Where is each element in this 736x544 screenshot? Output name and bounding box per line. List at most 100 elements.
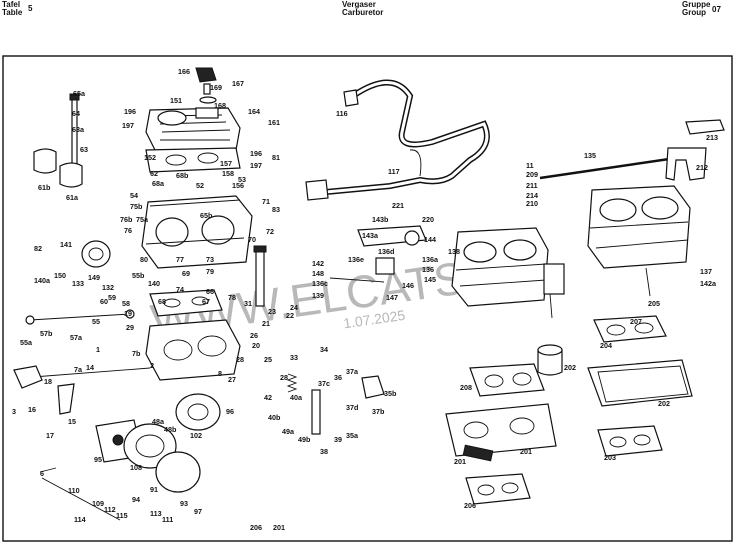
- part-number-label: 136d: [378, 247, 394, 256]
- part-number-label: 16: [28, 405, 36, 414]
- part-number-label: 33: [290, 353, 298, 362]
- part-number-label: 69: [182, 269, 190, 278]
- part-number-label: 57a: [70, 333, 83, 342]
- part-number-label: 40b: [268, 413, 281, 422]
- part-number-label: 11: [526, 161, 534, 170]
- part-number-label: 202: [564, 363, 576, 372]
- group-number: 07: [712, 5, 721, 14]
- part-number-label: 54: [130, 191, 138, 200]
- part-number-label: 15: [68, 417, 76, 426]
- part-number-label: 63: [80, 145, 88, 154]
- part-number-label: 52: [196, 181, 204, 190]
- diaphragm-housing: [123, 423, 201, 493]
- part-number-label: 97: [194, 507, 202, 516]
- part-number-label: 205: [648, 299, 660, 308]
- part-number-label: 136c: [312, 279, 328, 288]
- part-number-label: 136e: [348, 255, 364, 264]
- part-number-label: 114: [74, 515, 86, 524]
- insulator-block-201a: [597, 425, 663, 457]
- part-number-label: 24: [290, 303, 298, 312]
- part-number-label: 214: [526, 191, 538, 200]
- pump-piston-spring: [286, 373, 385, 435]
- table-label-de: Tafel: [2, 0, 21, 9]
- part-number-label: 28: [280, 373, 288, 382]
- part-number-label: 196: [124, 107, 136, 116]
- part-number-label: 75b: [130, 202, 143, 211]
- part-number-label: 146: [402, 281, 414, 290]
- part-number-label: 137: [700, 267, 712, 276]
- part-number-label: 37b: [372, 407, 385, 416]
- part-number-label: 108: [130, 463, 142, 472]
- part-number-label: 149: [88, 273, 100, 282]
- part-number-label: 21: [262, 319, 270, 328]
- part-number-label: 28: [236, 355, 244, 364]
- part-number-label: 76b: [120, 215, 133, 224]
- part-number-label: 210: [526, 199, 538, 208]
- part-number-label: 25: [264, 355, 272, 364]
- part-number-label: 6: [40, 469, 44, 478]
- page-title: Vergaser Carburetor: [342, 1, 383, 17]
- part-number-label: 139: [312, 291, 324, 300]
- part-number-label: 209: [526, 170, 538, 179]
- part-number-label: 96: [226, 407, 234, 416]
- table-number: 5: [28, 4, 33, 13]
- intake-gasket-206a: [587, 359, 693, 407]
- part-number-label: 7b: [132, 349, 141, 358]
- part-number-label: 132: [102, 283, 114, 292]
- part-number-label: 35b: [384, 389, 397, 398]
- part-number-label: 95: [94, 455, 102, 464]
- part-number-label: 1: [96, 345, 100, 354]
- part-number-label: 145: [424, 275, 436, 284]
- part-number-label: 2: [150, 361, 154, 370]
- float-chamber-cover: [145, 107, 241, 153]
- part-number-label: 109: [92, 499, 104, 508]
- part-number-label: 151: [170, 96, 182, 105]
- part-number-label: 76: [124, 226, 132, 235]
- spacer-strip-207: [462, 444, 494, 462]
- part-number-label: 78: [228, 293, 236, 302]
- part-number-label: 67: [202, 297, 210, 306]
- part-number-label: 19: [124, 309, 132, 318]
- part-number-label: 48a: [152, 417, 165, 426]
- pump-cover-round: [175, 393, 221, 431]
- part-number-label: 152: [144, 153, 156, 162]
- part-number-label: 37a: [346, 367, 359, 376]
- table-label-en: Table: [2, 8, 23, 17]
- part-number-label: 112: [104, 505, 116, 514]
- insulator-block-201b: [465, 473, 531, 505]
- part-number-label: 213: [706, 133, 718, 142]
- fuel-line-assembly: [305, 79, 490, 201]
- part-number-label: 136: [422, 265, 434, 274]
- part-number-label: 102: [190, 431, 202, 440]
- flange-gasket-202a: [593, 315, 667, 343]
- part-number-label: 8: [218, 369, 222, 378]
- part-number-label: 7a: [74, 365, 83, 374]
- part-number-label: 38: [320, 447, 328, 456]
- part-number-label: 79: [206, 267, 214, 276]
- part-number-label: 201: [273, 523, 285, 532]
- part-number-label: 57b: [40, 329, 53, 338]
- part-number-label: 83: [272, 205, 280, 214]
- fuel-inlet-fitting: [195, 67, 217, 104]
- part-number-label: 206: [464, 501, 476, 510]
- part-number-label: 73: [206, 255, 214, 264]
- part-number-label: 17: [46, 431, 54, 440]
- part-number-label: 66: [206, 287, 214, 296]
- part-number-label: 35a: [346, 431, 359, 440]
- part-number-label: 77: [176, 255, 184, 264]
- part-number-label: 65a: [73, 89, 86, 98]
- part-number-label: 157: [220, 159, 232, 168]
- throttle-linkage-center: [329, 225, 427, 283]
- part-number-label: 61b: [38, 183, 51, 192]
- part-number-label: 64: [72, 109, 80, 118]
- screw-column-center: [253, 245, 267, 307]
- part-number-label: 116: [336, 109, 348, 118]
- part-number-label: 58: [122, 299, 130, 308]
- part-number-label: 166: [178, 67, 190, 76]
- part-number-label: 62: [150, 169, 158, 178]
- choke-lever-link: [25, 309, 135, 325]
- part-number-label: 68a: [152, 179, 165, 188]
- part-number-label: 55b: [132, 271, 145, 280]
- part-number-label: 75a: [136, 215, 149, 224]
